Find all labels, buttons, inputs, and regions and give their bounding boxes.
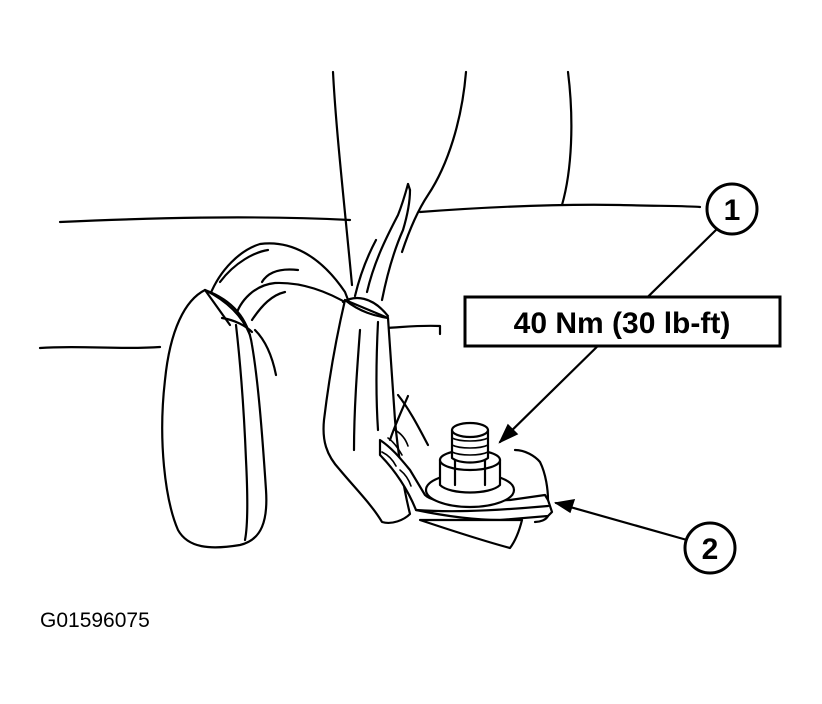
callout-1-bubble: 1 — [705, 182, 759, 236]
torque-spec-box: 40 Nm (30 lb-ft) — [463, 295, 782, 348]
seat-belt-webbing — [208, 242, 352, 322]
callout-2-leader — [553, 499, 689, 542]
anchor-webbing — [322, 296, 412, 524]
torque-spec-label: 40 Nm (30 lb-ft) — [514, 307, 731, 340]
seat-cushion-line — [58, 203, 702, 224]
buckle-body — [161, 288, 278, 549]
figure-id: G01596075 — [40, 609, 150, 632]
callout-2-number: 2 — [702, 533, 719, 566]
upper-strap — [353, 182, 412, 302]
floor-trim-line — [38, 324, 442, 350]
callout-1-number: 1 — [724, 194, 741, 227]
anchor-bolt — [424, 421, 516, 509]
seat-back — [331, 70, 573, 287]
callout-2-bubble: 2 — [683, 521, 737, 575]
anchor-bracket — [378, 393, 554, 550]
